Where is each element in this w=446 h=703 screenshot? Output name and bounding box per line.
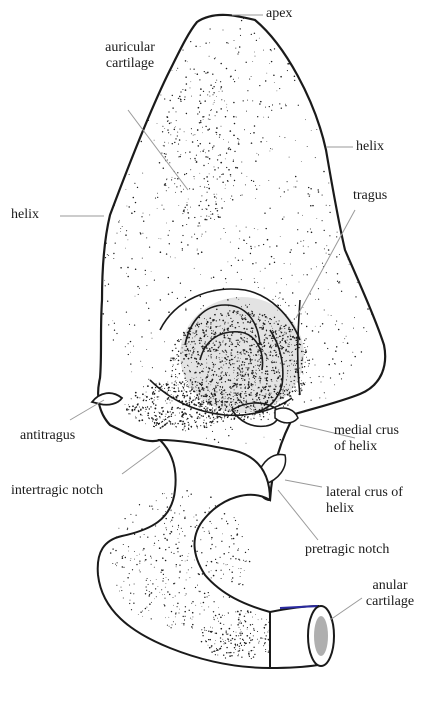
- leader-intertragic-notch: [122, 446, 160, 474]
- label-lateral-crus-of-helix: lateral crus of helix: [326, 485, 403, 517]
- label-pretragic-notch: pretragic notch: [305, 542, 389, 558]
- label-tragus: tragus: [353, 188, 387, 204]
- anular-cartilage-lumen: [314, 616, 328, 656]
- label-intertragic-notch: intertragic notch: [11, 483, 103, 499]
- label-medial-crus-of-helix: medial crus of helix: [334, 423, 399, 455]
- leader-antitragus: [70, 400, 104, 420]
- leader-pretragic-notch: [278, 490, 318, 540]
- label-antitragus: antitragus: [20, 428, 75, 444]
- ear-canal-tube: [98, 440, 270, 668]
- label-helix-right: helix: [356, 139, 384, 155]
- label-auricular-cartilage: auricular cartilage: [70, 40, 190, 72]
- label-helix-left: helix: [11, 207, 39, 223]
- antitragus-prong: [92, 393, 122, 405]
- label-anular-cartilage: anular cartilage: [340, 578, 440, 610]
- label-apex: apex: [266, 6, 292, 22]
- leader-lateral-crus: [285, 480, 322, 487]
